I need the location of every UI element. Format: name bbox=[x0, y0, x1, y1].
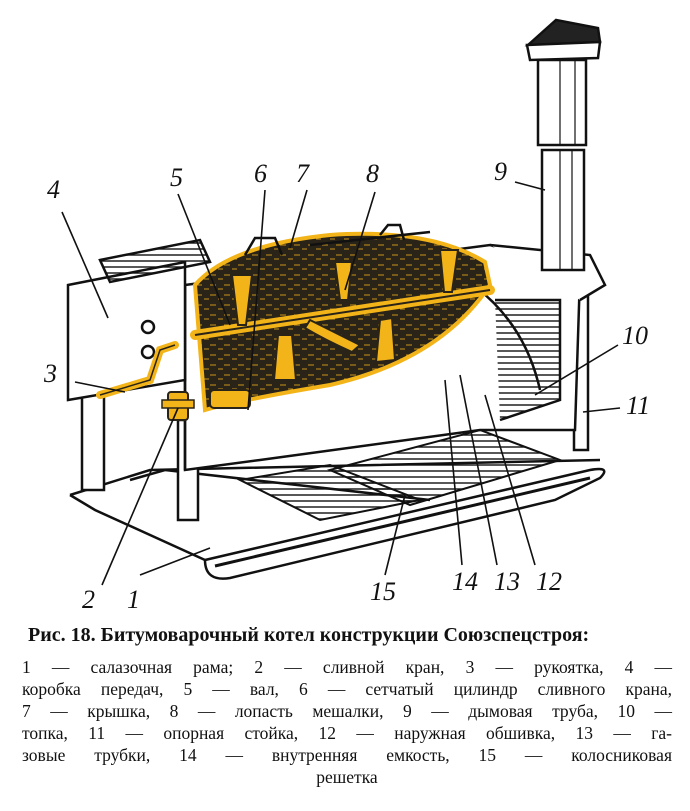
legend-line: 7 — крышка, 8 — лопасть мешалки, 9 — дым… bbox=[22, 701, 672, 721]
drain-valve bbox=[161, 391, 195, 421]
callout-10: 10 bbox=[622, 321, 648, 350]
crank-handle bbox=[96, 341, 179, 399]
callout-labels: 1 2 3 4 5 6 7 8 9 10 11 12 13 14 15 bbox=[43, 157, 650, 614]
callout-9: 9 bbox=[494, 157, 507, 186]
callout-14: 14 bbox=[452, 567, 478, 596]
leader-lines bbox=[61, 181, 621, 586]
legend-line: коробка передач, 5 — вал, 6 — сетчатый ц… bbox=[22, 679, 672, 699]
agitator-blades bbox=[230, 249, 460, 381]
callout-11: 11 bbox=[626, 391, 650, 420]
grate bbox=[236, 428, 564, 522]
callout-12: 12 bbox=[536, 567, 562, 596]
legend-line: 1 — салазочная рама; 2 — сливной кран, 3… bbox=[22, 657, 672, 677]
boiler-illustration: 1 2 3 4 5 6 7 8 9 10 11 12 13 14 15 bbox=[43, 18, 650, 614]
figure-caption-title: Рис. 18. Битумоварочный котел конструкци… bbox=[28, 624, 590, 646]
lids bbox=[243, 223, 431, 256]
chimney bbox=[524, 18, 602, 272]
legend-line: топка, 11 — опорная стойка, 12 — наружна… bbox=[22, 723, 672, 743]
callout-1: 1 bbox=[127, 585, 140, 614]
callout-6: 6 bbox=[254, 159, 267, 188]
callout-2: 2 bbox=[82, 585, 95, 614]
callout-3: 3 bbox=[43, 359, 57, 388]
legend-line: решетка bbox=[316, 767, 378, 787]
callout-13: 13 bbox=[494, 567, 520, 596]
legend-line: зовые трубки, 14 — внутренняя емкость, 1… bbox=[22, 745, 672, 765]
callout-7: 7 bbox=[296, 159, 310, 188]
mesh-cylinder bbox=[209, 389, 251, 409]
figure-legend: 1 — салазочная рама; 2 — сливной кран, 3… bbox=[22, 656, 672, 788]
inner-tank-cutaway bbox=[96, 231, 495, 421]
callout-5: 5 bbox=[170, 163, 183, 192]
callout-15: 15 bbox=[370, 577, 396, 606]
callout-4: 4 bbox=[47, 175, 60, 204]
callout-8: 8 bbox=[366, 159, 379, 188]
